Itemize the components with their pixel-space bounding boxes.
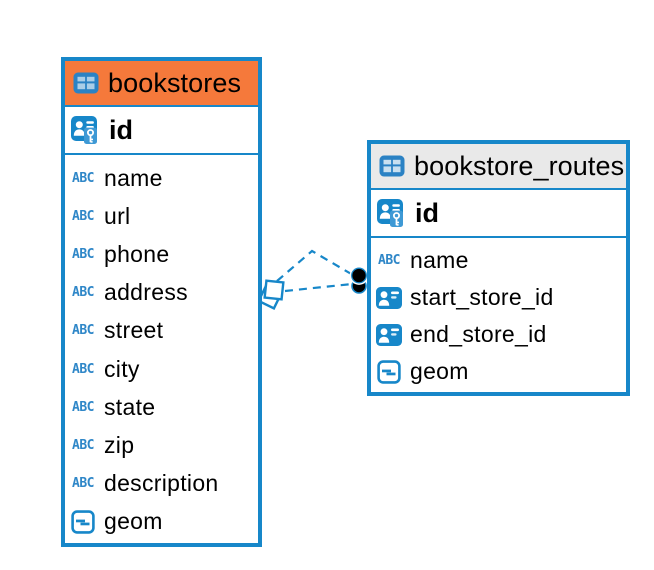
table-title: bookstore_routes [414, 150, 625, 181]
column-row-city[interactable]: ABC city [65, 350, 258, 388]
relationship-dot-marker[interactable] [349, 266, 369, 294]
table-header-bookstores[interactable]: bookstores [65, 61, 258, 107]
table-bookstore-routes[interactable]: bookstore_routes id [367, 140, 630, 396]
geometry-type-icon [69, 510, 97, 534]
id-reference-icon [375, 286, 403, 310]
column-name: url [104, 202, 131, 229]
column-name: name [410, 247, 469, 273]
geometry-type-icon [375, 359, 403, 384]
column-name: phone [104, 241, 170, 267]
relationship-diamond-marker[interactable] [257, 279, 285, 310]
text-type-icon: ABC [72, 438, 94, 454]
column-row-end-store-id[interactable]: end_store_id [371, 316, 626, 353]
column-row-id[interactable]: id [65, 107, 258, 155]
table-icon [378, 155, 406, 177]
column-list: ABC name start_store_id [371, 238, 626, 392]
column-row-zip[interactable]: ABC zip [65, 426, 258, 464]
table-title: bookstores [108, 67, 242, 98]
column-name: start_store_id [410, 284, 554, 310]
column-row-start-store-id[interactable]: start_store_id [371, 279, 626, 316]
text-type-icon: ABC [72, 399, 94, 415]
column-row-address[interactable]: ABC address [65, 274, 258, 312]
table-header-bookstore-routes[interactable]: bookstore_routes [371, 144, 626, 190]
column-name: end_store_id [410, 321, 547, 347]
column-name: name [104, 164, 163, 191]
primary-key-icon [70, 115, 100, 145]
text-type-icon: ABC [72, 285, 94, 301]
column-row-name[interactable]: ABC name [65, 159, 258, 197]
table-bookstores[interactable]: bookstores id A [61, 57, 262, 547]
text-type-icon: ABC [72, 323, 94, 339]
text-type-icon: ABC [378, 253, 400, 268]
column-list: ABC name ABC url ABC phone ABC address A… [65, 155, 258, 543]
text-type-icon: ABC [72, 170, 94, 186]
text-type-icon: ABC [72, 247, 94, 262]
text-type-icon: ABC [72, 208, 94, 224]
column-row-id[interactable]: id [371, 190, 626, 238]
primary-key-name: id [109, 114, 133, 145]
column-name: address [104, 279, 188, 306]
primary-key-icon [376, 198, 406, 228]
text-type-icon: ABC [72, 476, 94, 492]
table-icon [72, 72, 100, 94]
column-row-state[interactable]: ABC state [65, 388, 258, 426]
column-name: state [104, 393, 156, 420]
column-row-street[interactable]: ABC street [65, 312, 258, 350]
text-type-icon: ABC [72, 361, 94, 377]
column-row-name[interactable]: ABC name [371, 242, 626, 279]
column-row-url[interactable]: ABC url [65, 197, 258, 235]
column-row-phone[interactable]: ABC phone [65, 235, 258, 273]
column-name: geom [410, 358, 469, 384]
relationship-line-end-store[interactable] [284, 282, 353, 293]
column-name: city [104, 355, 140, 382]
column-name: description [104, 470, 219, 497]
relationship-line-start-store[interactable] [276, 249, 354, 282]
column-row-geom[interactable]: geom [371, 353, 626, 390]
id-reference-icon [375, 323, 403, 347]
column-name: street [104, 317, 164, 344]
primary-key-name: id [415, 197, 439, 228]
column-row-geom[interactable]: geom [65, 503, 258, 541]
column-name: geom [104, 508, 163, 535]
column-name: zip [104, 432, 135, 459]
column-row-description[interactable]: ABC description [65, 465, 258, 503]
